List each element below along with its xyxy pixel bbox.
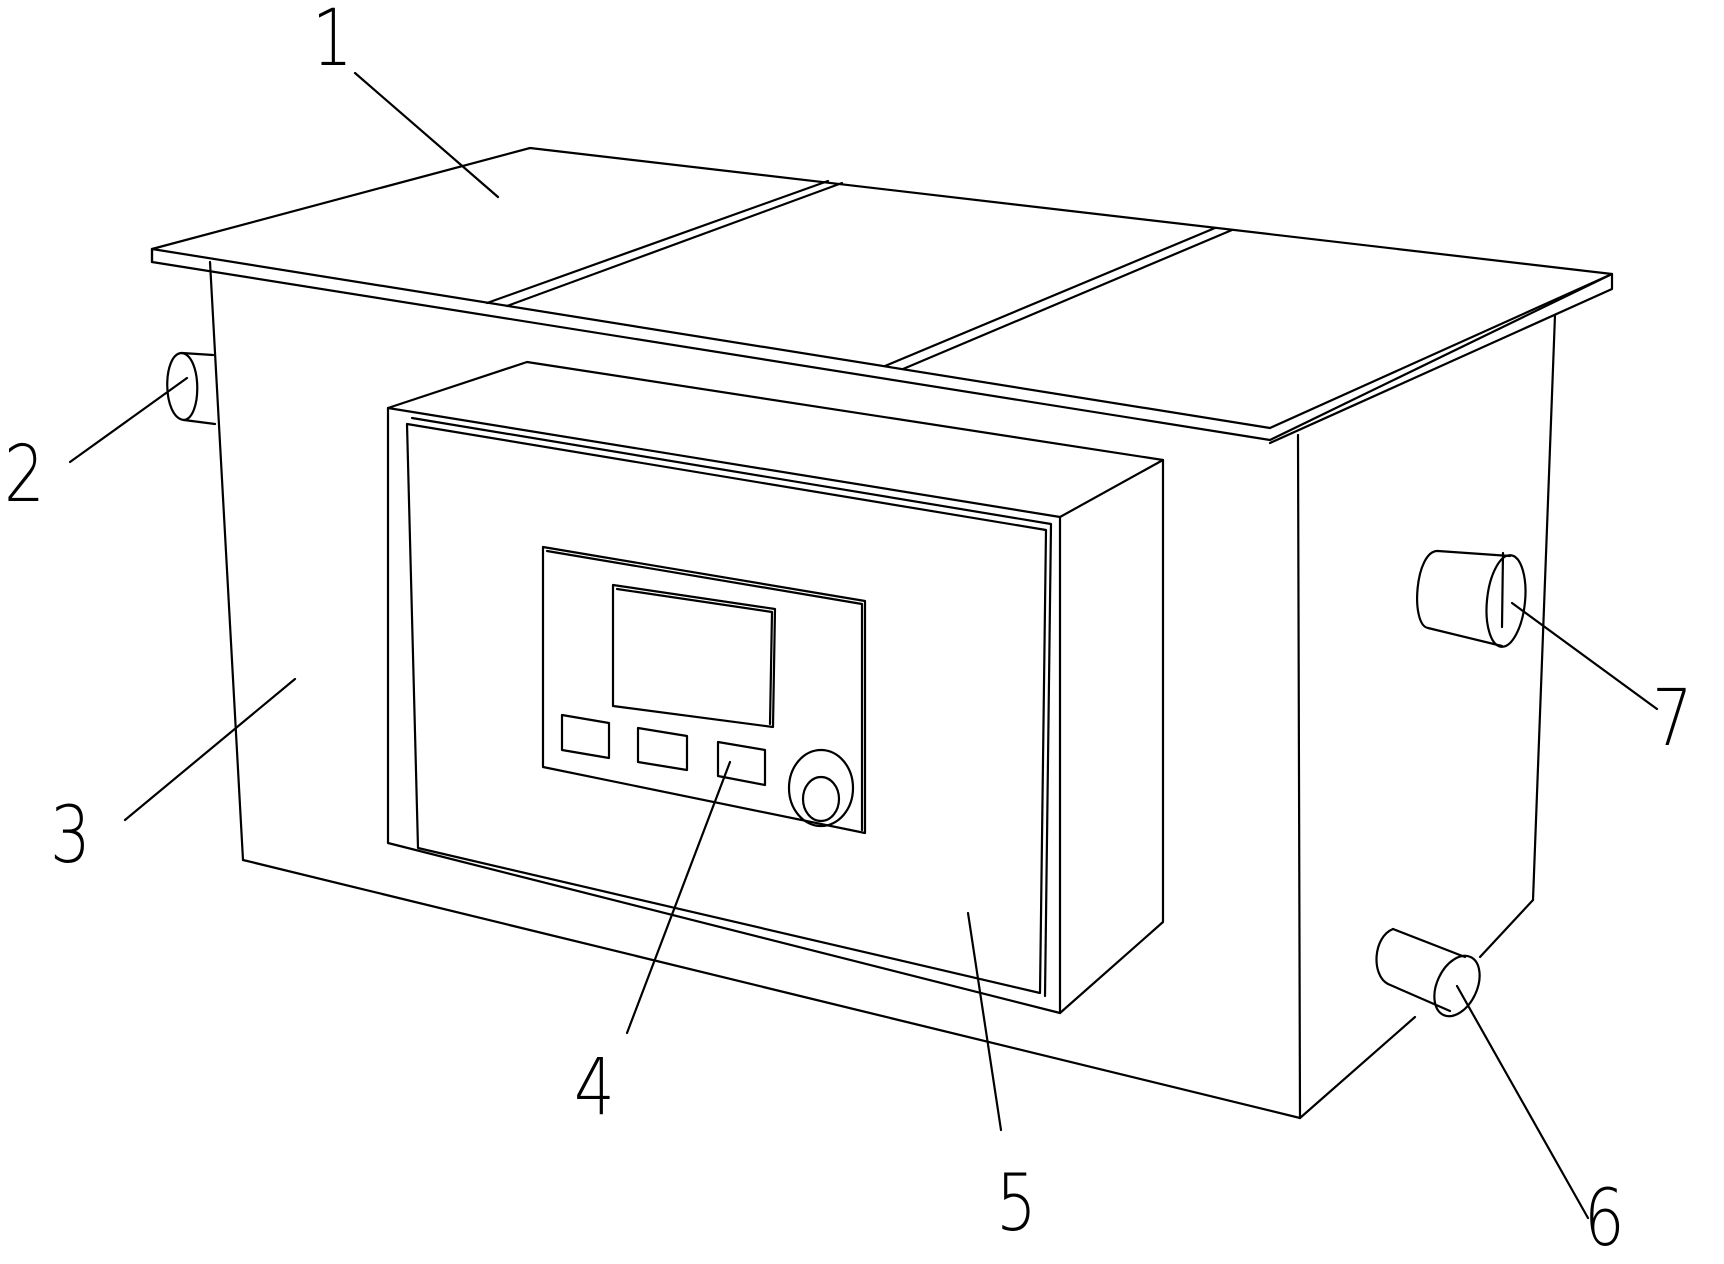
- tank-side-bottom-edge-2: [1478, 898, 1535, 959]
- top-cover: [150, 146, 1614, 445]
- right-lower-pipe-top: [1391, 927, 1467, 959]
- panel-button-3: [716, 740, 767, 787]
- control-box-door-lip: [410, 416, 1053, 998]
- callout-5: 5: [996, 1159, 1037, 1249]
- panel-knob-outer: [787, 748, 855, 828]
- panel-knob-inner: [801, 775, 841, 823]
- control-panel-outline: [541, 545, 867, 835]
- cover-seam-1a: [485, 179, 830, 305]
- left-pipe-end: [180, 351, 199, 422]
- tank-front-right-edge: [1296, 433, 1302, 1120]
- control-panel-edge: [545, 549, 864, 832]
- top-cover-front-line: [150, 247, 1272, 430]
- callout-7: 7: [1652, 674, 1693, 764]
- right-lower-pipe: [1375, 927, 1481, 1018]
- panel-button-2: [636, 726, 689, 772]
- tank-front-bottom-edge: [241, 858, 1302, 1120]
- callout-4: 4: [574, 1043, 615, 1133]
- leader-1: [353, 71, 500, 199]
- left-pipe: [166, 351, 217, 426]
- left-pipe-outline: [166, 351, 217, 426]
- callout-1: 1: [312, 0, 353, 84]
- right-lower-pipe-body: [1375, 927, 1452, 1013]
- display-screen-edge: [615, 587, 774, 726]
- tank-body: [208, 260, 1557, 1120]
- display-screen: [611, 583, 777, 729]
- control-panel: [541, 545, 867, 835]
- leader-5: [966, 911, 1003, 1132]
- leader-3: [123, 677, 297, 822]
- right-lower-pipe-end: [1433, 954, 1481, 1018]
- top-cover-front-edge: [1268, 272, 1614, 445]
- control-box: [386, 360, 1165, 1015]
- tank-front-left-edge: [208, 260, 245, 862]
- tank-side-right-edge: [1531, 313, 1557, 902]
- right-upper-pipe-body: [1416, 549, 1504, 648]
- leader-6: [1455, 984, 1590, 1220]
- right-upper-pipe-top: [1436, 549, 1512, 558]
- tank-side-bottom-edge: [1298, 1015, 1417, 1120]
- callout-6: 6: [1584, 1174, 1625, 1264]
- right-upper-pipe-end: [1485, 554, 1527, 648]
- right-upper-pipe-outline: [1500, 551, 1505, 629]
- leader-4: [625, 760, 732, 1035]
- right-upper-pipe: [1416, 549, 1527, 648]
- leader-7: [1510, 601, 1659, 711]
- leader-2: [68, 376, 189, 464]
- cover-seam-1b: [505, 181, 844, 308]
- leader-lines: [68, 71, 1659, 1220]
- cover-seam-2b: [901, 228, 1234, 371]
- control-box-door: [405, 422, 1048, 995]
- control-box-side: [1058, 458, 1165, 1015]
- callout-2: 2: [4, 430, 45, 520]
- control-box-top: [386, 360, 1165, 519]
- control-box-front: [386, 406, 1062, 1015]
- cover-seam-2a: [883, 226, 1217, 368]
- top-cover-outline: [150, 146, 1614, 442]
- callout-3: 3: [50, 791, 91, 881]
- panel-button-1: [560, 713, 611, 760]
